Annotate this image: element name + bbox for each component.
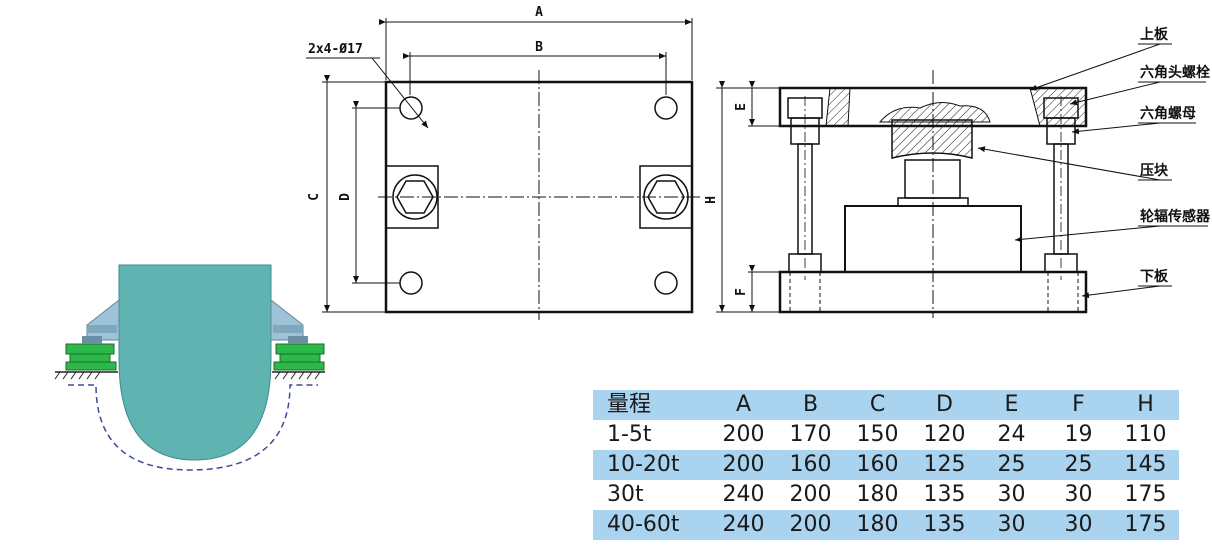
table-header-row: 量程 A B C D E F H — [593, 390, 1179, 420]
table-cell: 150 — [856, 422, 899, 447]
table-cell: 200 — [710, 450, 777, 480]
table-cell: 120 — [923, 422, 966, 447]
table-cell: 25 — [978, 450, 1045, 480]
table-cell: 30t — [607, 482, 644, 507]
dim-b-label: B — [535, 40, 543, 55]
dim-c-label: C — [307, 193, 322, 201]
table-cell: 30 — [978, 510, 1045, 540]
table-cell: 125 — [911, 450, 978, 480]
table-cell: 1-5t — [607, 422, 652, 447]
table-cell: 30 — [997, 482, 1026, 507]
dim-d-label: D — [338, 193, 353, 201]
table-cell: 160 — [844, 450, 911, 480]
table-cell: 160 — [777, 450, 844, 480]
part-label-pressure-block: 压块 — [1140, 163, 1169, 179]
plan-view — [306, 18, 700, 320]
table-cell: 24 — [997, 422, 1026, 447]
part-label-hex-nut: 六角螺母 — [1140, 105, 1196, 122]
table-cell: 175 — [1124, 482, 1167, 507]
header-cell: E — [978, 390, 1045, 420]
table-cell: 135 — [923, 482, 966, 507]
dim-h-label: H — [704, 196, 719, 204]
table-cell: 19 — [1064, 422, 1093, 447]
table-row: 10-20t 200 160 160 125 25 25 145 — [593, 450, 1179, 480]
dim-f-label: F — [734, 288, 749, 296]
header-cell: A — [710, 390, 777, 420]
header-cell: H — [1112, 390, 1179, 420]
header-cell: C — [844, 390, 911, 420]
part-label-load-cell: 轮辐传感器 — [1140, 208, 1211, 225]
table-cell: 175 — [1112, 510, 1179, 540]
table-cell: 200 — [789, 482, 832, 507]
table-cell: 145 — [1112, 450, 1179, 480]
header-cell: D — [911, 390, 978, 420]
table-cell: 200 — [777, 510, 844, 540]
table-row: 1-5t 200 170 150 120 24 19 110 — [593, 420, 1179, 450]
dim-e-label: E — [734, 103, 749, 111]
part-label-bottom-plate: 下板 — [1140, 268, 1169, 285]
hole-callout: 2x4-Ø17 — [308, 42, 363, 57]
header-cell: 量程 — [593, 390, 710, 420]
table-cell: 180 — [856, 482, 899, 507]
table-cell: 10-20t — [593, 450, 710, 480]
table-cell: 200 — [722, 422, 765, 447]
table-cell: 30 — [1045, 510, 1112, 540]
table-row: 40-60t 240 200 180 135 30 30 175 — [593, 510, 1179, 540]
header-cell: B — [777, 390, 844, 420]
table-row: 30t 240 200 180 135 30 30 175 — [593, 480, 1179, 510]
table-cell: 240 — [710, 510, 777, 540]
part-label-hex-bolt: 六角头螺栓 — [1140, 64, 1210, 81]
table-cell: 110 — [1124, 422, 1167, 447]
table-cell: 135 — [911, 510, 978, 540]
dim-a-label: A — [535, 5, 543, 20]
table-cell: 180 — [844, 510, 911, 540]
tank-illustration — [54, 264, 325, 471]
part-label-top-plate: 上板 — [1140, 26, 1169, 43]
spec-table: 量程 A B C D E F H 1-5t 200 170 150 120 24… — [593, 390, 1179, 540]
section-view — [716, 43, 1208, 318]
table-cell: 40-60t — [593, 510, 710, 540]
table-cell: 25 — [1045, 450, 1112, 480]
table-cell: 30 — [1064, 482, 1093, 507]
header-cell: F — [1045, 390, 1112, 420]
table-cell: 240 — [722, 482, 765, 507]
table-cell: 170 — [789, 422, 832, 447]
